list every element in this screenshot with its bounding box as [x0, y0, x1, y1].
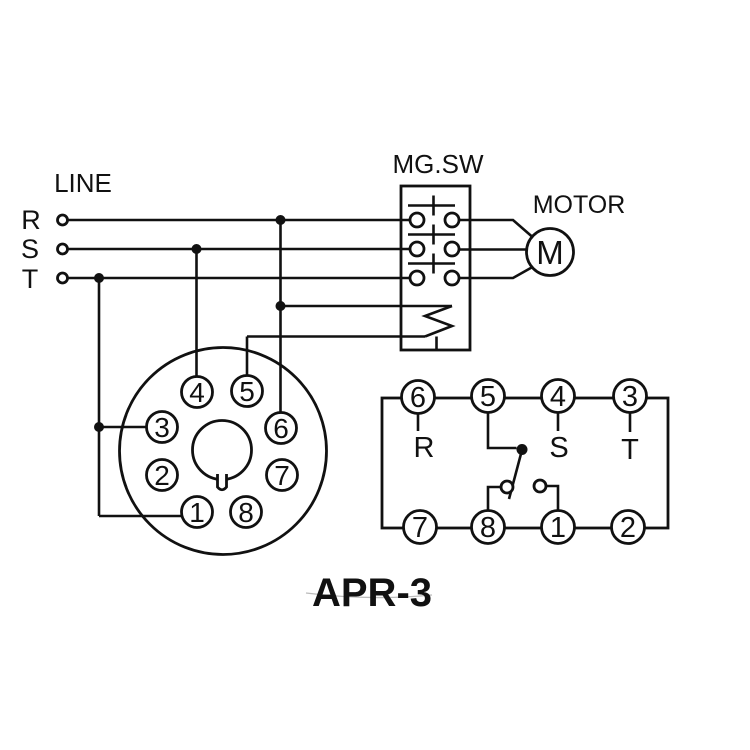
socket-pin-5-circle	[230, 374, 264, 408]
mg-sw-label: MG.SW	[393, 149, 484, 179]
relay-phase-t: T	[621, 434, 639, 466]
phase-s-label: S	[21, 234, 39, 264]
mg-sw-box	[399, 184, 472, 352]
socket-pin-5-label: 5	[239, 376, 255, 407]
socket-pin-6-circle	[264, 411, 298, 445]
motor-symbol: M	[536, 234, 564, 271]
switch-common-wire	[486, 412, 517, 450]
terminal-s	[56, 242, 69, 256]
wire-contact-to-pin1	[546, 484, 560, 511]
socket-pin-4-circle	[180, 375, 214, 409]
motor-label: MOTOR	[533, 191, 626, 219]
contact-terminal-s-left	[408, 240, 426, 258]
socket-center-hole	[191, 419, 253, 481]
terminal-r	[56, 213, 69, 227]
relay-pin-1-circle	[540, 509, 576, 545]
phase-t-label: T	[22, 264, 39, 294]
socket-pin-7-label: 7	[274, 460, 290, 491]
power-lines	[56, 213, 410, 285]
relay-pin-4-circle	[540, 378, 576, 414]
junction-dot-r	[275, 215, 286, 225]
switch-contact-1	[532, 478, 548, 494]
relay-pin-2-circle	[610, 509, 646, 545]
socket-pin-7-circle	[265, 458, 299, 492]
socket-pin-1-label: 1	[189, 497, 205, 528]
junction-dot-coil	[275, 301, 286, 311]
relay-pin-7-label: 7	[412, 512, 428, 544]
relay-pin-8-circle	[470, 509, 506, 545]
coil-zigzag	[421, 304, 456, 338]
relay-pin-3-label: 3	[622, 381, 638, 413]
phase-r-label: R	[21, 205, 41, 235]
socket-pin-4-label: 4	[189, 377, 205, 408]
contact-terminal-s-right	[443, 240, 461, 258]
wire-contact-to-pin8	[486, 485, 501, 511]
scan-artifact-line	[305, 592, 433, 599]
switch-pivot-dot	[516, 444, 528, 455]
socket-keyway-mask	[217, 474, 227, 490]
socket-keyway-notch	[216, 474, 228, 492]
relay-pin-6-label: 6	[410, 382, 426, 414]
motor-circle	[525, 227, 575, 277]
relay-pin-1-label: 1	[550, 512, 566, 544]
contact-terminal-t-left	[408, 269, 426, 287]
socket-pin-2-circle	[145, 458, 179, 492]
socket-pins: 1 2 3 4 5 6 7 8	[145, 374, 299, 529]
relay-terminal-diagram: R S T 6 5 4 3 7 8 1 2	[380, 378, 670, 545]
relay-phase-r: R	[414, 432, 435, 464]
mg-sw-block: MG.SW	[393, 149, 484, 352]
relay-phase-s: S	[549, 432, 568, 464]
wire-mgsw-motor-top	[459, 218, 534, 238]
wire-mgsw-motor-bottom	[459, 265, 534, 280]
socket-outline-circle	[118, 346, 328, 556]
socket-pin-2-label: 2	[154, 460, 170, 491]
junction-dot-t	[94, 273, 104, 283]
socket-pin-3-label: 3	[154, 412, 170, 443]
contact-terminal-r-right	[443, 211, 461, 229]
junction-dot-pin3	[94, 422, 104, 432]
relay-pin-8-label: 8	[480, 512, 496, 544]
relay-pin-2-label: 2	[620, 512, 636, 544]
switch-contact-8	[499, 479, 515, 495]
line-label: LINE	[54, 168, 112, 198]
socket-base	[118, 346, 328, 556]
relay-pin-7-circle	[402, 509, 438, 545]
socket-pin-8-label: 8	[238, 497, 254, 528]
socket-pin-8-circle	[229, 495, 263, 529]
labels: LINE R S T APR-3	[21, 168, 433, 615]
relay-pin-3-circle	[612, 378, 648, 414]
relay-pin-5-label: 5	[480, 381, 496, 413]
socket-pin-1-circle	[180, 495, 214, 529]
motor-section: M MOTOR	[459, 191, 626, 280]
relay-outline	[380, 396, 670, 530]
junction-dot-s	[191, 244, 202, 254]
relay-pin-5-circle	[470, 378, 506, 414]
socket-pin-6-label: 6	[273, 413, 289, 444]
relay-pin-6-circle	[400, 379, 436, 415]
contact-terminal-t-right	[443, 269, 461, 287]
contact-terminal-r-left	[408, 211, 426, 229]
model-title: APR-3	[312, 571, 432, 615]
terminal-t	[56, 271, 69, 285]
control-wires	[94, 215, 456, 518]
socket-pin-3-circle	[145, 410, 179, 444]
relay-pin-4-label: 4	[550, 381, 566, 413]
